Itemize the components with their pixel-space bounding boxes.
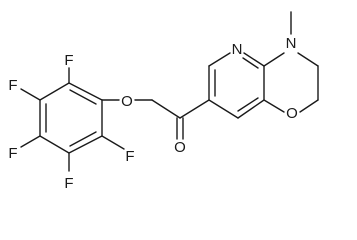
atom-label-pyridine-nitrogen: N: [232, 41, 243, 58]
pentafluorophenyl-ring: [39, 82, 103, 154]
bond: [101, 135, 125, 150]
bond: [179, 99, 210, 119]
bond: [299, 99, 319, 113]
atom-label-fluorine: F: [64, 52, 73, 69]
atom-label-fluorine: F: [64, 175, 73, 192]
ester-group: [101, 99, 210, 140]
bond: [297, 52, 319, 67]
bond: [68, 135, 103, 154]
structure-canvas: F F F F F O O N N O: [8, 11, 319, 192]
bond: [20, 88, 41, 101]
bond: [237, 99, 265, 119]
bond: [20, 135, 41, 148]
bond: [208, 99, 239, 119]
bond: [68, 82, 103, 101]
atom-label-amine-nitrogen: N: [286, 35, 297, 52]
bond: [263, 52, 285, 67]
pyridine-ring: [208, 52, 265, 119]
bond: [39, 135, 70, 154]
atom-label-fluorine: F: [8, 77, 17, 94]
bond: [39, 82, 70, 101]
double-bond: [69, 89, 97, 105]
atom-label-fluorine: F: [125, 148, 134, 165]
oxazine-ring: [263, 11, 319, 113]
fluorine-bonds: [20, 67, 125, 172]
atom-label-ester-oxygen: O: [121, 93, 133, 110]
atom-label-ring-oxygen: O: [286, 105, 298, 122]
bond: [208, 52, 231, 67]
bond: [263, 99, 285, 113]
bond: [151, 99, 181, 119]
bond: [243, 52, 265, 67]
double-bond: [242, 57, 259, 69]
double-bond: [69, 131, 97, 147]
atom-label-fluorine: F: [8, 145, 17, 162]
molecule-structure: F F F F F O O N N O: [8, 11, 319, 192]
double-bond: [237, 97, 259, 112]
atom-label-carbonyl-oxygen: O: [174, 139, 186, 156]
